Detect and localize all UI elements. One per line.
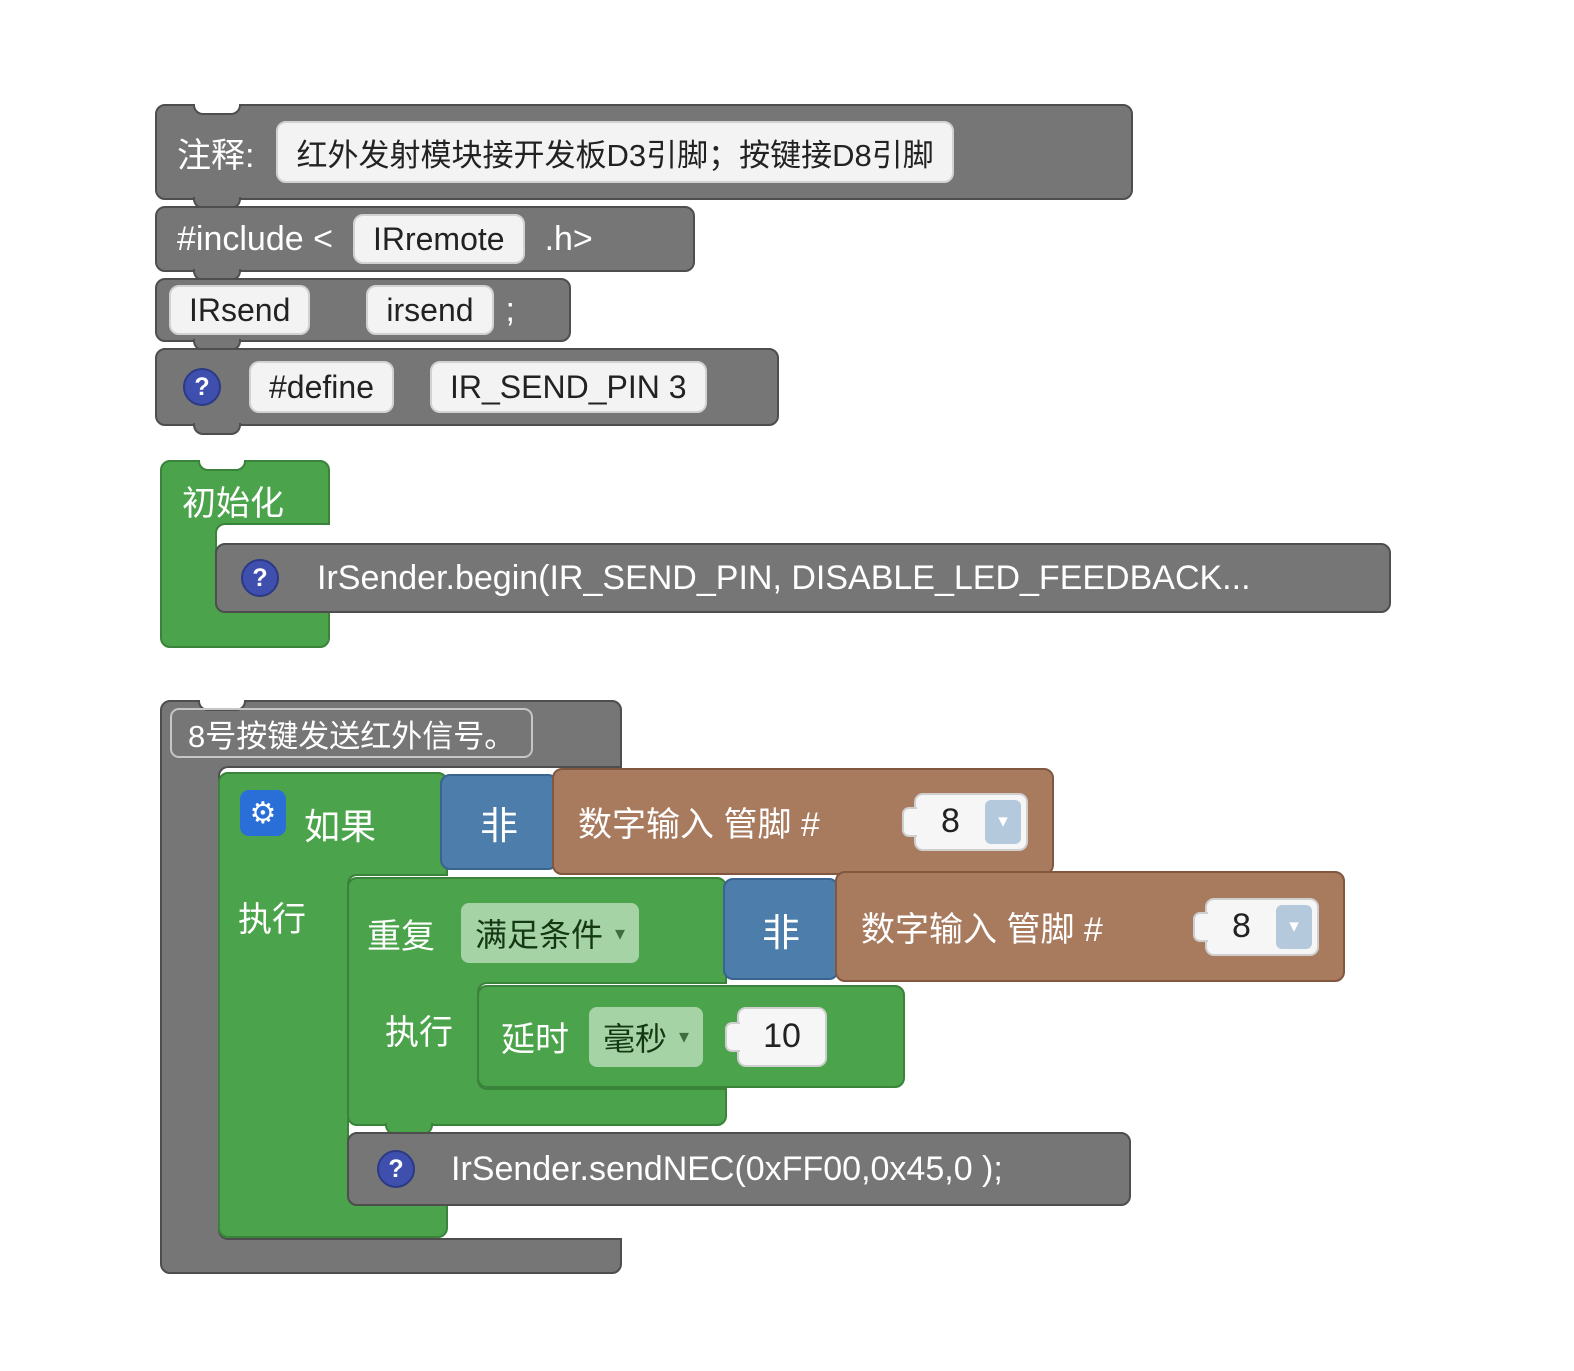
gear-icon[interactable]: ⚙ <box>240 790 286 836</box>
include-block[interactable]: #include < IRremote .h> <box>155 206 695 281</box>
event-title-field[interactable]: 8号按键发送红外信号。 <box>170 708 534 758</box>
not-block[interactable]: 非 <box>723 878 839 980</box>
repeat-mode-dropdown[interactable]: 满足条件 ▾ <box>461 903 640 963</box>
dropdown-caret-icon: ▾ <box>615 922 626 945</box>
semicolon-label: ; <box>505 290 515 329</box>
if-do-label: 执行 <box>238 901 306 939</box>
delay-value-text: 10 <box>763 1017 801 1055</box>
delay-value-field[interactable]: 10 <box>725 1006 828 1067</box>
repeat-do-label: 执行 <box>385 1014 453 1052</box>
connector-tab <box>1193 911 1208 942</box>
delay-label: 延时 <box>501 1021 569 1059</box>
setup-label: 初始化 <box>182 485 284 523</box>
caret-glyph: ▾ <box>998 811 1008 832</box>
send-code-text: IrSender.sendNEC(0xFF00,0x45,0 ); <box>451 1149 1003 1188</box>
help-icon[interactable]: ? <box>183 368 221 406</box>
dropdown-caret-icon: ▾ <box>1276 904 1312 949</box>
delay-unit-value: 毫秒 <box>603 1020 668 1057</box>
caret-glyph: ▾ <box>1289 916 1299 937</box>
digital-read-label: 数字输入 管脚 # <box>861 911 1103 949</box>
connector-tab <box>725 1021 741 1052</box>
define-keyword-field[interactable]: #define <box>249 361 394 413</box>
pin-value: 8 <box>941 802 960 840</box>
help-icon[interactable]: ? <box>377 1150 415 1188</box>
top-notch <box>198 460 246 471</box>
irsend-type-field[interactable]: IRsend <box>169 285 311 335</box>
dropdown-caret-icon: ▾ <box>985 799 1021 844</box>
pin-dropdown[interactable]: 8 ▾ <box>1193 897 1319 956</box>
declare-block[interactable]: IRsend irsend ; <box>155 278 571 351</box>
setup-code-text: IrSender.begin(IR_SEND_PIN, DISABLE_LED_… <box>317 558 1251 597</box>
digital-read-block[interactable]: 数字输入 管脚 # 8 ▾ <box>552 768 1054 875</box>
pin-dropdown[interactable]: 8 ▾ <box>902 792 1028 851</box>
include-library-field[interactable]: IRremote <box>352 214 525 264</box>
if-label: 如果 <box>304 806 377 847</box>
not-block[interactable]: 非 <box>440 774 558 870</box>
not-label: 非 <box>479 805 518 848</box>
irsend-name-field[interactable]: irsend <box>366 285 494 335</box>
delay-unit-dropdown[interactable]: 毫秒 ▾ <box>589 1006 704 1067</box>
delay-block[interactable]: 延时 毫秒 ▾ 10 <box>477 985 905 1088</box>
connector-tab <box>902 806 917 837</box>
bottom-connector <box>193 423 241 435</box>
define-value-field[interactable]: IR_SEND_PIN 3 <box>429 361 707 413</box>
include-prefix-label: #include < <box>177 219 333 258</box>
help-icon[interactable]: ? <box>241 559 279 597</box>
comment-block[interactable]: 注释: 红外发射模块接开发板D3引脚；按键接D8引脚 <box>155 104 1133 209</box>
setup-code-block[interactable]: ? IrSender.begin(IR_SEND_PIN, DISABLE_LE… <box>215 543 1391 613</box>
digital-read-block[interactable]: 数字输入 管脚 # 8 ▾ <box>835 871 1345 982</box>
send-nec-block[interactable]: ? IrSender.sendNEC(0xFF00,0x45,0 ); <box>347 1132 1131 1206</box>
repeat-label: 重复 <box>367 918 435 956</box>
pin-value: 8 <box>1232 907 1251 945</box>
digital-read-label: 数字输入 管脚 # <box>578 806 820 844</box>
comment-text-field[interactable]: 红外发射模块接开发板D3引脚；按键接D8引脚 <box>276 121 954 183</box>
repeat-mode-value: 满足条件 <box>475 917 604 953</box>
include-suffix-label: .h> <box>544 219 593 258</box>
dropdown-caret-icon: ▾ <box>679 1026 690 1048</box>
define-block[interactable]: ? #define IR_SEND_PIN 3 <box>155 348 779 435</box>
top-notch <box>193 104 241 115</box>
not-label: 非 <box>761 912 800 955</box>
comment-label: 注释: <box>177 136 255 175</box>
